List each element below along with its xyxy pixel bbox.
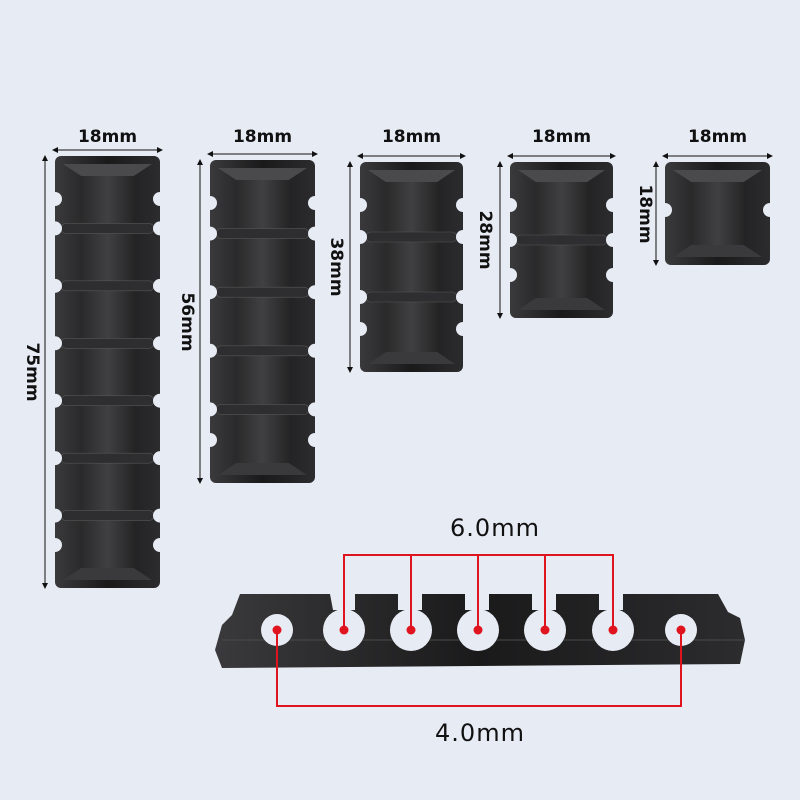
height-label: 56mm	[177, 291, 197, 352]
red-dot	[676, 625, 686, 635]
red-dot	[406, 625, 416, 635]
height-label: 38mm	[326, 237, 346, 297]
red-dot	[339, 625, 349, 635]
width-label: 18mm	[531, 127, 592, 147]
cable-organizer-piece	[48, 156, 167, 588]
cable-organizer-piece	[503, 162, 620, 318]
red-dot	[540, 625, 550, 635]
red-dot	[608, 625, 618, 635]
cable-organizer-piece	[203, 160, 322, 483]
height-label: 28mm	[475, 210, 495, 270]
red-dot	[473, 625, 483, 635]
width-label: 18mm	[232, 127, 293, 147]
width-label: 18mm	[77, 127, 138, 147]
cable-organizer-piece	[658, 162, 777, 265]
red-dimension-lines	[272, 554, 686, 707]
cable-organizer-piece	[353, 162, 470, 372]
slot-spacing-label: 6.0mm	[450, 514, 540, 542]
red-dot	[272, 625, 282, 635]
height-label: 18mm	[635, 183, 655, 244]
width-label: 18mm	[687, 127, 748, 147]
height-label: 75mm	[22, 342, 42, 402]
width-label: 18mm	[381, 127, 442, 147]
end-hole-label: 4.0mm	[435, 719, 525, 747]
